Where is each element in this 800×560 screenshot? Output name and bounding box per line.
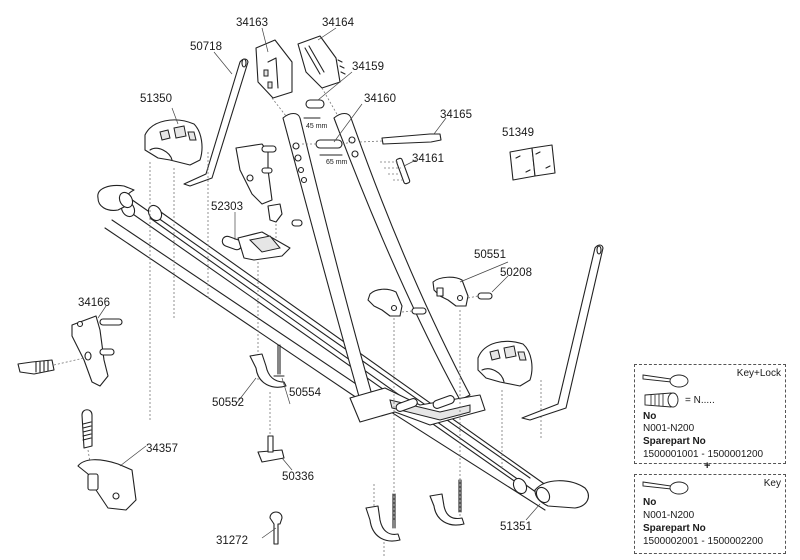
- key-lock-title: Key+Lock: [736, 368, 781, 379]
- part-34165: [359, 133, 442, 145]
- part-51350: [144, 119, 203, 166]
- leader-lines: [97, 27, 541, 539]
- part-34159: 45 mm: [303, 99, 328, 130]
- wheel-holder-right: [477, 340, 533, 387]
- part-34161: [380, 157, 411, 185]
- part-50551: [432, 276, 469, 307]
- label-31272: 31272: [216, 535, 248, 547]
- key-sparepart-range: 1500002001 - 1500002200: [643, 536, 764, 547]
- label-50718: 50718: [190, 41, 222, 53]
- label-51351: 51351: [500, 521, 532, 533]
- base-frame-plate: [349, 387, 486, 426]
- key-no-range: N001-N200: [643, 510, 695, 521]
- part-51351: [534, 480, 589, 509]
- strap-arm-right: [521, 244, 604, 421]
- part-50208: [401, 292, 493, 315]
- plus-sign: +: [704, 460, 711, 472]
- label-50552: 50552: [212, 397, 244, 409]
- label-34166: 34166: [78, 297, 110, 309]
- arm-side-bracket: [235, 143, 277, 205]
- lock-cylinder-icon: [644, 392, 679, 408]
- label-50554: 50554: [289, 387, 322, 399]
- key-sparepart-label: Sparepart No: [643, 523, 706, 534]
- lock-code-format: = N.....: [685, 395, 715, 406]
- dimension-45mm: 45 mm: [306, 123, 328, 130]
- part-34357: [77, 409, 137, 511]
- label-34163: 34163: [236, 17, 268, 29]
- part-50718: [183, 58, 249, 187]
- key-lock-box: Key+Lock = N..... No N001-N200 Sparepart…: [634, 364, 786, 464]
- lock-cylinder-34166: [17, 357, 85, 375]
- part-52303: [221, 203, 303, 261]
- dimension-65mm: 65 mm: [326, 159, 348, 166]
- label-34161: 34161: [412, 153, 444, 165]
- part-51349: [509, 144, 556, 181]
- part-34166: [71, 315, 123, 387]
- bottom-clamp-left: [365, 493, 401, 542]
- label-34165: 34165: [440, 109, 472, 121]
- upright-arms: [282, 112, 471, 401]
- label-50208: 50208: [500, 267, 532, 279]
- part-34163: [255, 39, 293, 99]
- label-34164: 34164: [322, 17, 355, 29]
- label-52303: 52303: [211, 201, 243, 213]
- key-lock-sparepart-range: 1500001001 - 1500001200: [643, 449, 764, 460]
- label-34159: 34159: [352, 61, 384, 73]
- label-51350: 51350: [140, 93, 172, 105]
- rail-end-cap-left: [97, 184, 135, 211]
- key-lock-no-range: N001-N200: [643, 423, 695, 434]
- bracket-left-pivot: [367, 288, 403, 317]
- key-no-label: No: [643, 497, 657, 508]
- label-50551: 50551: [474, 249, 506, 261]
- part-labels: 34163 34164 50718 34159 34160 34165 3416…: [78, 17, 534, 547]
- key-box: Key No N001-N200 Sparepart No 1500002001…: [634, 474, 786, 554]
- label-51349: 51349: [502, 127, 534, 139]
- part-50554: [273, 344, 285, 377]
- key-lock-sparepart-label: Sparepart No: [643, 436, 706, 447]
- label-34160: 34160: [364, 93, 396, 105]
- part-50336: [257, 435, 285, 463]
- part-34164: [297, 35, 346, 89]
- label-50336: 50336: [282, 471, 314, 483]
- key-icon: [642, 481, 689, 495]
- label-34357: 34357: [146, 443, 178, 455]
- key-icon: [642, 374, 689, 388]
- bottom-clamp-right: [429, 479, 465, 526]
- key-lock-no-label: No: [643, 411, 657, 422]
- part-50552: [249, 353, 287, 388]
- key-title: Key: [763, 478, 781, 489]
